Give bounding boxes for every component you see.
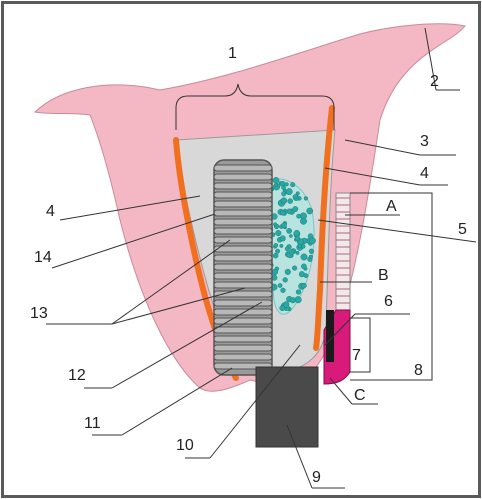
graft-particle (278, 283, 282, 287)
label-8: 8 (414, 362, 423, 379)
graft-particle (295, 236, 300, 241)
implant-thread (214, 282, 272, 288)
implant-thread (214, 210, 272, 216)
implant-thread (214, 264, 272, 270)
label-14: 14 (34, 249, 52, 266)
graft-particle (285, 183, 289, 187)
graft-particle (273, 223, 277, 227)
label-B: B (378, 267, 389, 284)
implant-thread (214, 354, 272, 360)
crown-strip (336, 193, 350, 313)
label-A: A (386, 198, 397, 215)
label-4-right: 4 (420, 165, 429, 182)
label-10: 10 (176, 437, 194, 454)
graft-particle (298, 245, 302, 249)
label-C: C (354, 387, 366, 404)
label-5: 5 (458, 221, 467, 238)
graft-particle (297, 214, 301, 218)
graft-particle (294, 230, 300, 236)
label-4-left: 4 (46, 203, 55, 220)
label-7: 7 (352, 347, 361, 364)
graft-particle (302, 283, 307, 288)
graft-particle (273, 253, 278, 258)
implant-thread (214, 174, 272, 180)
graft-particle (276, 230, 282, 236)
label-13: 13 (30, 305, 48, 322)
graft-particle (274, 183, 277, 186)
graft-particle (301, 254, 307, 260)
graft-particle (281, 223, 286, 228)
implant-thread (214, 255, 272, 261)
abutment (256, 367, 318, 447)
label-9: 9 (312, 469, 321, 486)
graft-particle (280, 305, 285, 310)
graft-particle (281, 288, 286, 293)
graft-particle (283, 278, 288, 283)
graft-particle (292, 266, 297, 271)
graft-particle (289, 249, 294, 254)
implant-thread (214, 183, 272, 189)
graft-particle (273, 177, 279, 183)
graft-particle (309, 255, 313, 259)
graft-particle (304, 274, 308, 278)
label-6: 6 (384, 293, 393, 310)
label-12: 12 (68, 367, 86, 384)
implant-thread (214, 165, 272, 171)
graft-particle (300, 218, 306, 224)
graft-particle (280, 236, 286, 242)
implant-thread (214, 300, 272, 306)
graft-particle (285, 269, 291, 275)
graft-particle (274, 243, 278, 247)
graft-particle (309, 238, 315, 244)
graft-particle (280, 244, 283, 247)
implant-thread (214, 327, 272, 333)
graft-particle (287, 209, 292, 214)
implant-thread (214, 309, 272, 315)
implant-thread (214, 192, 272, 198)
graft-particle (296, 290, 301, 295)
label-1: 1 (228, 45, 237, 62)
graft-particle (296, 192, 300, 196)
graft-particle (275, 249, 279, 253)
graft-particle (272, 269, 278, 275)
implant-thread (214, 228, 272, 234)
graft-particle (309, 249, 314, 254)
implant-thread (214, 201, 272, 207)
graft-particle (290, 182, 295, 187)
graft-particle (304, 197, 308, 201)
label-3: 3 (420, 133, 429, 150)
implant-thread (214, 318, 272, 324)
graft-particle (281, 198, 287, 204)
graft-particle (307, 208, 313, 214)
graft-particle (288, 199, 293, 204)
label-11: 11 (84, 415, 101, 432)
implant-thread (214, 273, 272, 279)
graft-particle (296, 251, 299, 254)
graft-particle (301, 244, 305, 248)
implant-threads (214, 165, 272, 369)
implant-thread (214, 345, 272, 351)
graft-particle (285, 247, 289, 251)
graft-particle (301, 264, 306, 269)
graft-particle (282, 192, 287, 197)
graft-particle (280, 210, 285, 215)
graft-particle (289, 234, 292, 237)
implant-thread (214, 336, 272, 342)
label-2: 2 (430, 73, 439, 90)
crown-black-pin (326, 310, 334, 362)
graft-particle (290, 297, 296, 303)
graft-particle (293, 206, 298, 211)
implant-thread (214, 246, 272, 252)
graft-particle (287, 228, 292, 233)
implant-thread (214, 237, 272, 243)
implant-thread (214, 219, 272, 225)
